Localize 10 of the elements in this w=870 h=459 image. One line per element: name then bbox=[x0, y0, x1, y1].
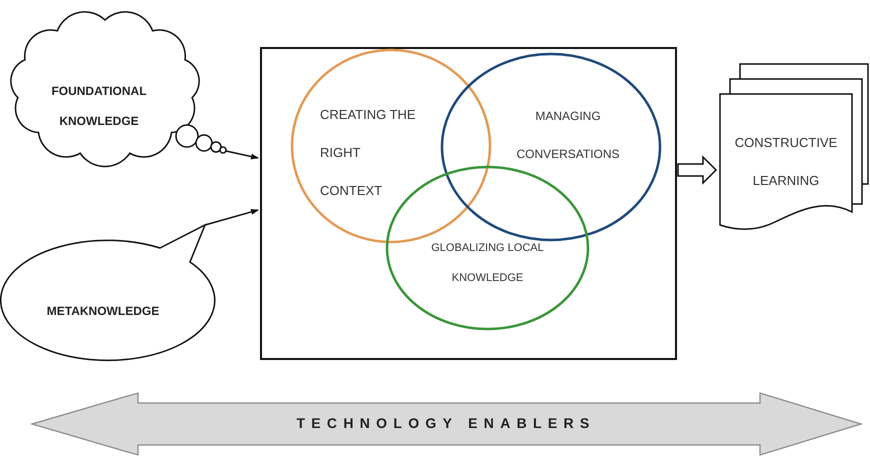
arrow bbox=[226, 150, 259, 160]
node-label: FOUNDATIONAL KNOWLEDGE bbox=[50, 83, 148, 130]
node-label: CONSTRUCTIVE LEARNING bbox=[734, 134, 838, 190]
arrow bbox=[204, 209, 259, 226]
block-arrow bbox=[677, 155, 718, 185]
node-label: MANAGING CONVERSATIONS bbox=[515, 108, 621, 163]
node-label: METAKNOWLEDGE bbox=[46, 303, 160, 320]
node-label: TECHNOLOGY ENABLERS bbox=[295, 414, 597, 433]
node-label: GLOBALIZING LOCAL KNOWLEDGE bbox=[430, 241, 545, 286]
node-label: CREATING THE RIGHT CONTEXT bbox=[320, 106, 417, 200]
